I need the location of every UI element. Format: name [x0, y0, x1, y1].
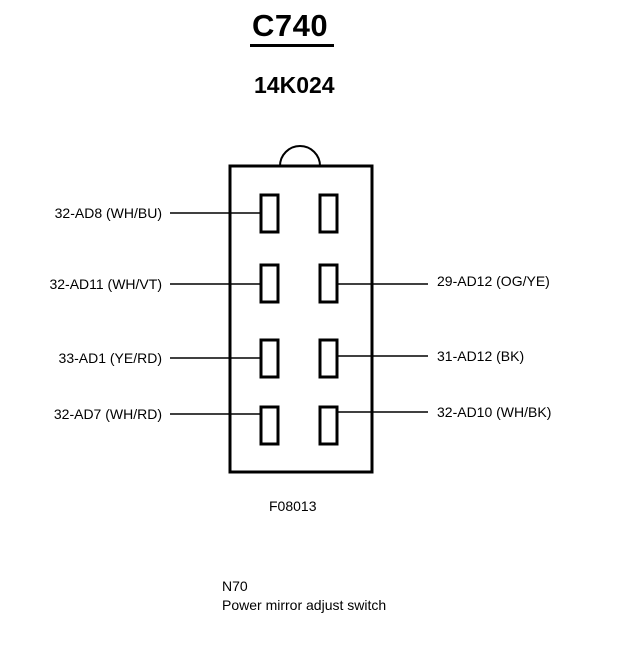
pin-label-right-4: 32-AD10 (WH/BK) — [437, 404, 552, 420]
pin-cavity-right-2 — [318, 263, 339, 304]
pin-label-right-2: 29-AD12 (OG/YE) — [437, 273, 550, 289]
pin-cavity-left-3 — [259, 338, 280, 379]
pin-cavity-right-4 — [318, 405, 339, 446]
pin-cavity-left-1 — [259, 193, 280, 234]
pin-cavity-left-2 — [259, 263, 280, 304]
pin-cavity-right-1 — [318, 193, 339, 234]
connector-housing — [228, 164, 374, 474]
pin-label-right-3: 31-AD12 (BK) — [437, 348, 525, 364]
pin-label-left-3: 33-AD1 (YE/RD) — [58, 350, 162, 366]
pin-label-left-2: 32-AD11 (WH/VT) — [49, 276, 162, 292]
part-number: 14K024 — [254, 72, 335, 98]
pin-label-left-4: 32-AD7 (WH/RD) — [53, 406, 162, 422]
figure-reference: F08013 — [269, 498, 317, 514]
pin-label-left-1: 32-AD8 (WH/BU) — [54, 205, 162, 221]
title-underline — [250, 44, 334, 47]
pin-cavity-left-4 — [259, 405, 280, 446]
pin-cavity-right-3 — [318, 338, 339, 379]
component-description: Power mirror adjust switch — [222, 597, 387, 613]
connector-title: C740 — [252, 8, 329, 43]
component-code: N70 — [222, 578, 248, 594]
connector-latch — [279, 145, 321, 167]
